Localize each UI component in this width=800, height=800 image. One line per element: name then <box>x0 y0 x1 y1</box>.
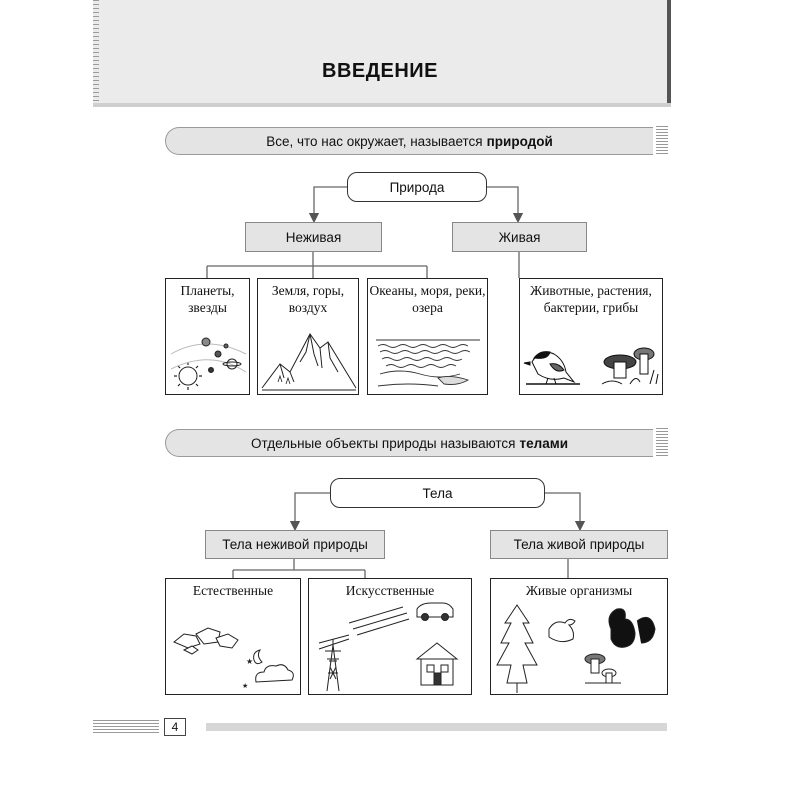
banner-hatch <box>656 126 668 156</box>
chapter-header <box>93 0 671 103</box>
sea-illustration <box>376 339 480 387</box>
card-label: Земля, горы, воздух <box>271 283 345 315</box>
banner-bold-text: телами <box>519 435 569 451</box>
banner-bold-text: природой <box>486 133 553 149</box>
banner-text: Отдельные объекты природы называются <box>251 435 516 451</box>
stones-clouds-illustration: ★ ★ <box>173 627 294 690</box>
header-divider <box>93 103 671 107</box>
node-bodies: Тела <box>330 478 545 508</box>
tower-car-house-illustration <box>318 602 459 692</box>
tree-duck-squirrel-illustration <box>496 604 656 693</box>
chapter-title: ВВЕДЕНИЕ <box>322 60 438 82</box>
card-earth-mountains-air: Земля, горы, воздух <box>257 278 359 395</box>
footer-bar <box>206 723 667 731</box>
card-label: Планеты, звезды <box>180 283 235 315</box>
node-living: Живая <box>452 222 587 252</box>
node-nature: Природа <box>347 172 487 202</box>
card-label: Животные, растения, бактерии, грибы <box>530 283 652 315</box>
node-nonliving-bodies: Тела неживой природы <box>205 530 385 559</box>
mountains-illustration <box>261 333 357 391</box>
svg-text:★: ★ <box>246 657 253 666</box>
card-natural: Естественные ★ ★ <box>165 578 301 695</box>
card-oceans-seas: Океаны, моря, реки, озера <box>367 278 488 395</box>
header-stripes <box>93 0 99 103</box>
svg-text:★: ★ <box>242 682 248 690</box>
card-organisms: Живые организмы <box>490 578 668 695</box>
card-planets-stars: Планеты, звезды <box>165 278 250 395</box>
page-number: 4 <box>164 718 186 736</box>
node-living-bodies: Тела живой природы <box>490 530 668 559</box>
footer-stripes <box>93 720 159 734</box>
planets-illustration <box>170 337 247 390</box>
card-label: Живые организмы <box>525 583 633 598</box>
card-living-organisms: Животные, растения, бактерии, грибы <box>519 278 663 395</box>
card-artificial: Искусственные <box>308 578 472 695</box>
node-nonliving: Неживая <box>245 222 382 252</box>
banner-text: Все, что нас окружает, называется <box>266 133 483 149</box>
card-label: Искусственные <box>345 583 435 598</box>
bird-mushrooms-illustration <box>523 347 659 385</box>
card-label: Океаны, моря, реки, озера <box>369 283 486 315</box>
banner-hatch <box>656 428 668 458</box>
card-label: Естественные <box>192 583 274 598</box>
